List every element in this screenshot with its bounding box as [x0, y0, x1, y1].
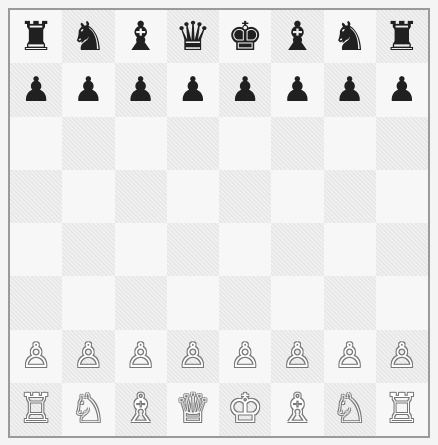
black-knight-icon[interactable]: ♞ [70, 17, 106, 57]
black-king-icon[interactable]: ♚ [227, 17, 263, 57]
black-knight-icon[interactable]: ♞ [332, 17, 368, 57]
square-a6[interactable] [10, 117, 62, 170]
square-b3[interactable] [62, 276, 114, 329]
white-pawn-icon[interactable]: ♙ [73, 339, 103, 373]
square-c6[interactable] [115, 117, 167, 170]
square-e4[interactable] [219, 223, 271, 276]
square-h5[interactable] [376, 170, 428, 223]
square-a5[interactable] [10, 170, 62, 223]
square-a2[interactable]: ♙ [10, 330, 62, 383]
square-h7[interactable]: ♟ [376, 63, 428, 116]
square-f7[interactable]: ♟ [271, 63, 323, 116]
square-f6[interactable] [271, 117, 323, 170]
square-g8[interactable]: ♞ [324, 10, 376, 63]
square-g2[interactable]: ♙ [324, 330, 376, 383]
square-d4[interactable] [167, 223, 219, 276]
square-e3[interactable] [219, 276, 271, 329]
square-e1[interactable]: ♔ [219, 383, 271, 436]
square-e7[interactable]: ♟ [219, 63, 271, 116]
square-a4[interactable] [10, 223, 62, 276]
black-pawn-icon[interactable]: ♟ [73, 73, 103, 107]
square-c5[interactable] [115, 170, 167, 223]
square-e8[interactable]: ♚ [219, 10, 271, 63]
black-pawn-icon[interactable]: ♟ [21, 73, 51, 107]
white-bishop-icon[interactable]: ♗ [279, 389, 315, 429]
square-b6[interactable] [62, 117, 114, 170]
square-g1[interactable]: ♘ [324, 383, 376, 436]
square-g4[interactable] [324, 223, 376, 276]
square-b7[interactable]: ♟ [62, 63, 114, 116]
square-a8[interactable]: ♜ [10, 10, 62, 63]
square-c4[interactable] [115, 223, 167, 276]
black-pawn-icon[interactable]: ♟ [334, 73, 364, 107]
square-h3[interactable] [376, 276, 428, 329]
square-c8[interactable]: ♝ [115, 10, 167, 63]
square-f3[interactable] [271, 276, 323, 329]
white-pawn-icon[interactable]: ♙ [334, 339, 364, 373]
square-g3[interactable] [324, 276, 376, 329]
square-b4[interactable] [62, 223, 114, 276]
square-f8[interactable]: ♝ [271, 10, 323, 63]
square-f5[interactable] [271, 170, 323, 223]
black-bishop-icon[interactable]: ♝ [123, 17, 159, 57]
square-d7[interactable]: ♟ [167, 63, 219, 116]
square-d8[interactable]: ♛ [167, 10, 219, 63]
white-knight-icon[interactable]: ♘ [332, 389, 368, 429]
square-c3[interactable] [115, 276, 167, 329]
square-c1[interactable]: ♗ [115, 383, 167, 436]
square-f1[interactable]: ♗ [271, 383, 323, 436]
square-h2[interactable]: ♙ [376, 330, 428, 383]
square-h6[interactable] [376, 117, 428, 170]
chess-board: ♜ ♞ ♝ ♛ ♚ ♝ ♞ ♜ ♟ ♟ ♟ ♟ ♟ ♟ ♟ ♟ ♙ ♙ ♙ ♙ ♙ ♙ ♙ ♙ ♖ ♘ ♗ ♕ ♔ ♗ ♘ ♖ [8, 8, 430, 438]
black-pawn-icon[interactable]: ♟ [178, 73, 208, 107]
square-f4[interactable] [271, 223, 323, 276]
black-queen-icon[interactable]: ♛ [175, 17, 211, 57]
square-h1[interactable]: ♖ [376, 383, 428, 436]
white-rook-icon[interactable]: ♖ [18, 389, 54, 429]
square-g7[interactable]: ♟ [324, 63, 376, 116]
square-g6[interactable] [324, 117, 376, 170]
square-a7[interactable]: ♟ [10, 63, 62, 116]
white-knight-icon[interactable]: ♘ [70, 389, 106, 429]
square-d3[interactable] [167, 276, 219, 329]
square-d1[interactable]: ♕ [167, 383, 219, 436]
square-g5[interactable] [324, 170, 376, 223]
white-pawn-icon[interactable]: ♙ [125, 339, 155, 373]
square-e2[interactable]: ♙ [219, 330, 271, 383]
square-f2[interactable]: ♙ [271, 330, 323, 383]
black-pawn-icon[interactable]: ♟ [387, 73, 417, 107]
black-pawn-icon[interactable]: ♟ [125, 73, 155, 107]
square-c2[interactable]: ♙ [115, 330, 167, 383]
white-pawn-icon[interactable]: ♙ [230, 339, 260, 373]
white-queen-icon[interactable]: ♕ [175, 389, 211, 429]
black-pawn-icon[interactable]: ♟ [282, 73, 312, 107]
white-pawn-icon[interactable]: ♙ [21, 339, 51, 373]
square-b5[interactable] [62, 170, 114, 223]
square-d2[interactable]: ♙ [167, 330, 219, 383]
black-rook-icon[interactable]: ♜ [18, 17, 54, 57]
black-bishop-icon[interactable]: ♝ [279, 17, 315, 57]
white-rook-icon[interactable]: ♖ [384, 389, 420, 429]
white-pawn-icon[interactable]: ♙ [387, 339, 417, 373]
square-e5[interactable] [219, 170, 271, 223]
square-a1[interactable]: ♖ [10, 383, 62, 436]
square-d5[interactable] [167, 170, 219, 223]
square-c7[interactable]: ♟ [115, 63, 167, 116]
white-bishop-icon[interactable]: ♗ [123, 389, 159, 429]
white-pawn-icon[interactable]: ♙ [282, 339, 312, 373]
black-rook-icon[interactable]: ♜ [384, 17, 420, 57]
white-pawn-icon[interactable]: ♙ [178, 339, 208, 373]
white-king-icon[interactable]: ♔ [227, 389, 263, 429]
black-pawn-icon[interactable]: ♟ [230, 73, 260, 107]
square-b2[interactable]: ♙ [62, 330, 114, 383]
square-h4[interactable] [376, 223, 428, 276]
square-b1[interactable]: ♘ [62, 383, 114, 436]
square-d6[interactable] [167, 117, 219, 170]
square-h8[interactable]: ♜ [376, 10, 428, 63]
square-e6[interactable] [219, 117, 271, 170]
square-a3[interactable] [10, 276, 62, 329]
square-b8[interactable]: ♞ [62, 10, 114, 63]
